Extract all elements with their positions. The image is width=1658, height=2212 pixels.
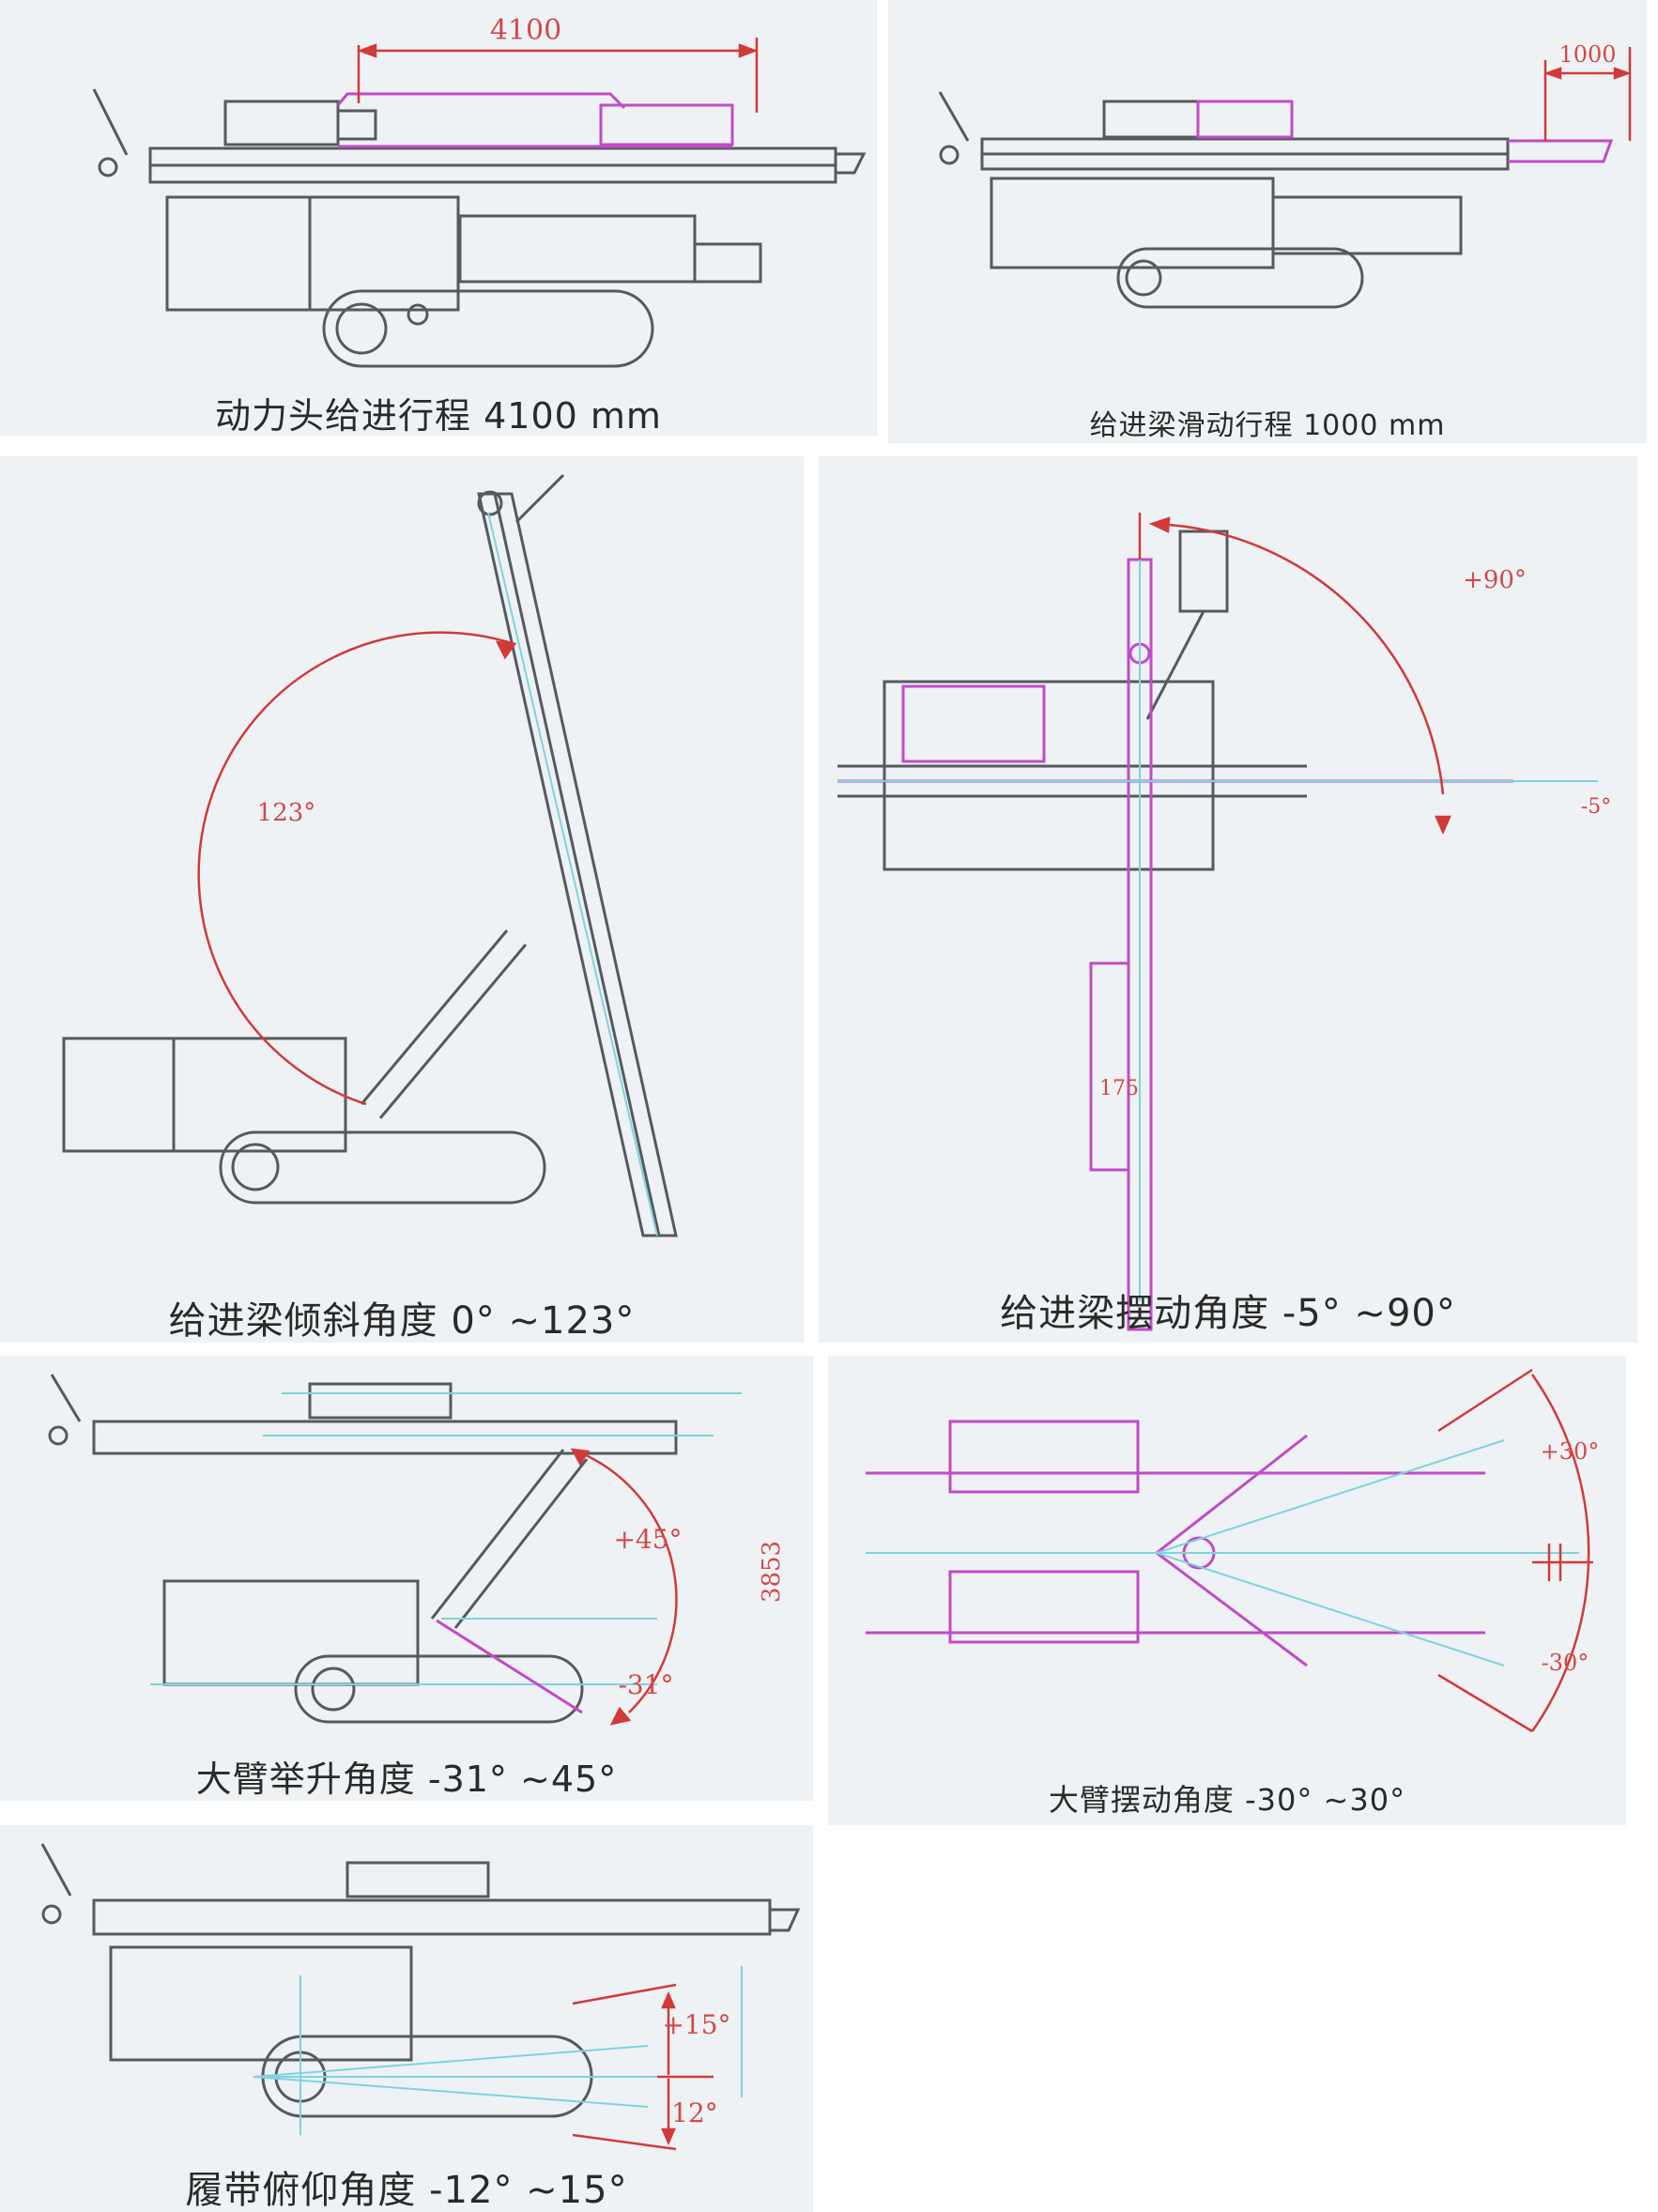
drill-rig-tilt-view: 123° xyxy=(62,473,678,1237)
drill-rig-boom-lift-view: +45° -31° 3853 xyxy=(48,1374,786,1726)
caption-feed-beam-slide: 给进梁滑动行程 1000 mm xyxy=(1089,409,1446,442)
panel-boom-lift: +45° -31° 3853 大臂举升角度 -31° ~45° xyxy=(0,1356,813,1801)
dim-label-plus-45: +45° xyxy=(613,1524,682,1555)
drill-rig-top-view: +90° -5° 175 xyxy=(837,513,1611,1331)
dim-label-123: 123° xyxy=(257,799,316,827)
dim-label-minus-5: -5° xyxy=(1581,795,1611,819)
caption-power-head-feed-travel: 动力头给进行程 4100 mm xyxy=(215,395,662,436)
dim-label-1000: 1000 xyxy=(1558,41,1616,68)
panel-feed-beam-tilt: 123° 给进梁倾斜角度 0° ~123° xyxy=(0,456,804,1343)
drill-rig-boom-swing-view: +30° -30° xyxy=(866,1368,1600,1733)
drill-rig-side-view-2: 1000 xyxy=(938,41,1632,309)
dim-label-plus-15: +15° xyxy=(662,2009,730,2040)
drill-rig-track-pitch-view: +15° 12° xyxy=(40,1843,801,2151)
panel-boom-swing: +30° -30° 大臂摆动角度 -30° ~30° xyxy=(828,1356,1626,1825)
panel-power-head-feed-travel: 4100 动力头给进行程 4100 mm xyxy=(0,0,877,436)
panel-track-pitch: +15° 12° 履带俯仰角度 -12° ~15° xyxy=(0,1825,813,2212)
dim-label-plus-30: +30° xyxy=(1541,1438,1600,1465)
caption-boom-swing: 大臂摆动角度 -30° ~30° xyxy=(1048,1782,1406,1818)
caption-boom-lift: 大臂举升角度 -31° ~45° xyxy=(195,1759,618,1800)
dim-label-4100: 4100 xyxy=(490,14,561,47)
drill-rig-side-view: 4100 xyxy=(92,14,867,368)
dim-label-175: 175 xyxy=(1099,1077,1139,1100)
dim-label-minus-12: 12° xyxy=(671,2097,718,2128)
panel-feed-beam-slide: 1000 给进梁滑动行程 1000 mm xyxy=(888,0,1647,443)
dim-label-minus-31: -31° xyxy=(618,1669,673,1700)
caption-track-pitch: 履带俯仰角度 -12° ~15° xyxy=(185,2169,628,2212)
caption-feed-beam-tilt: 给进梁倾斜角度 0° ~123° xyxy=(168,1299,636,1343)
panel-feed-beam-swing: +90° -5° 175 给进梁摆动角度 -5° ~90° xyxy=(819,456,1637,1343)
dim-label-3853: 3853 xyxy=(758,1541,786,1603)
dim-label-minus-30: -30° xyxy=(1542,1650,1589,1676)
caption-feed-beam-swing: 给进梁摆动角度 -5° ~90° xyxy=(1000,1292,1456,1335)
dim-label-plus-90: +90° xyxy=(1463,566,1527,594)
